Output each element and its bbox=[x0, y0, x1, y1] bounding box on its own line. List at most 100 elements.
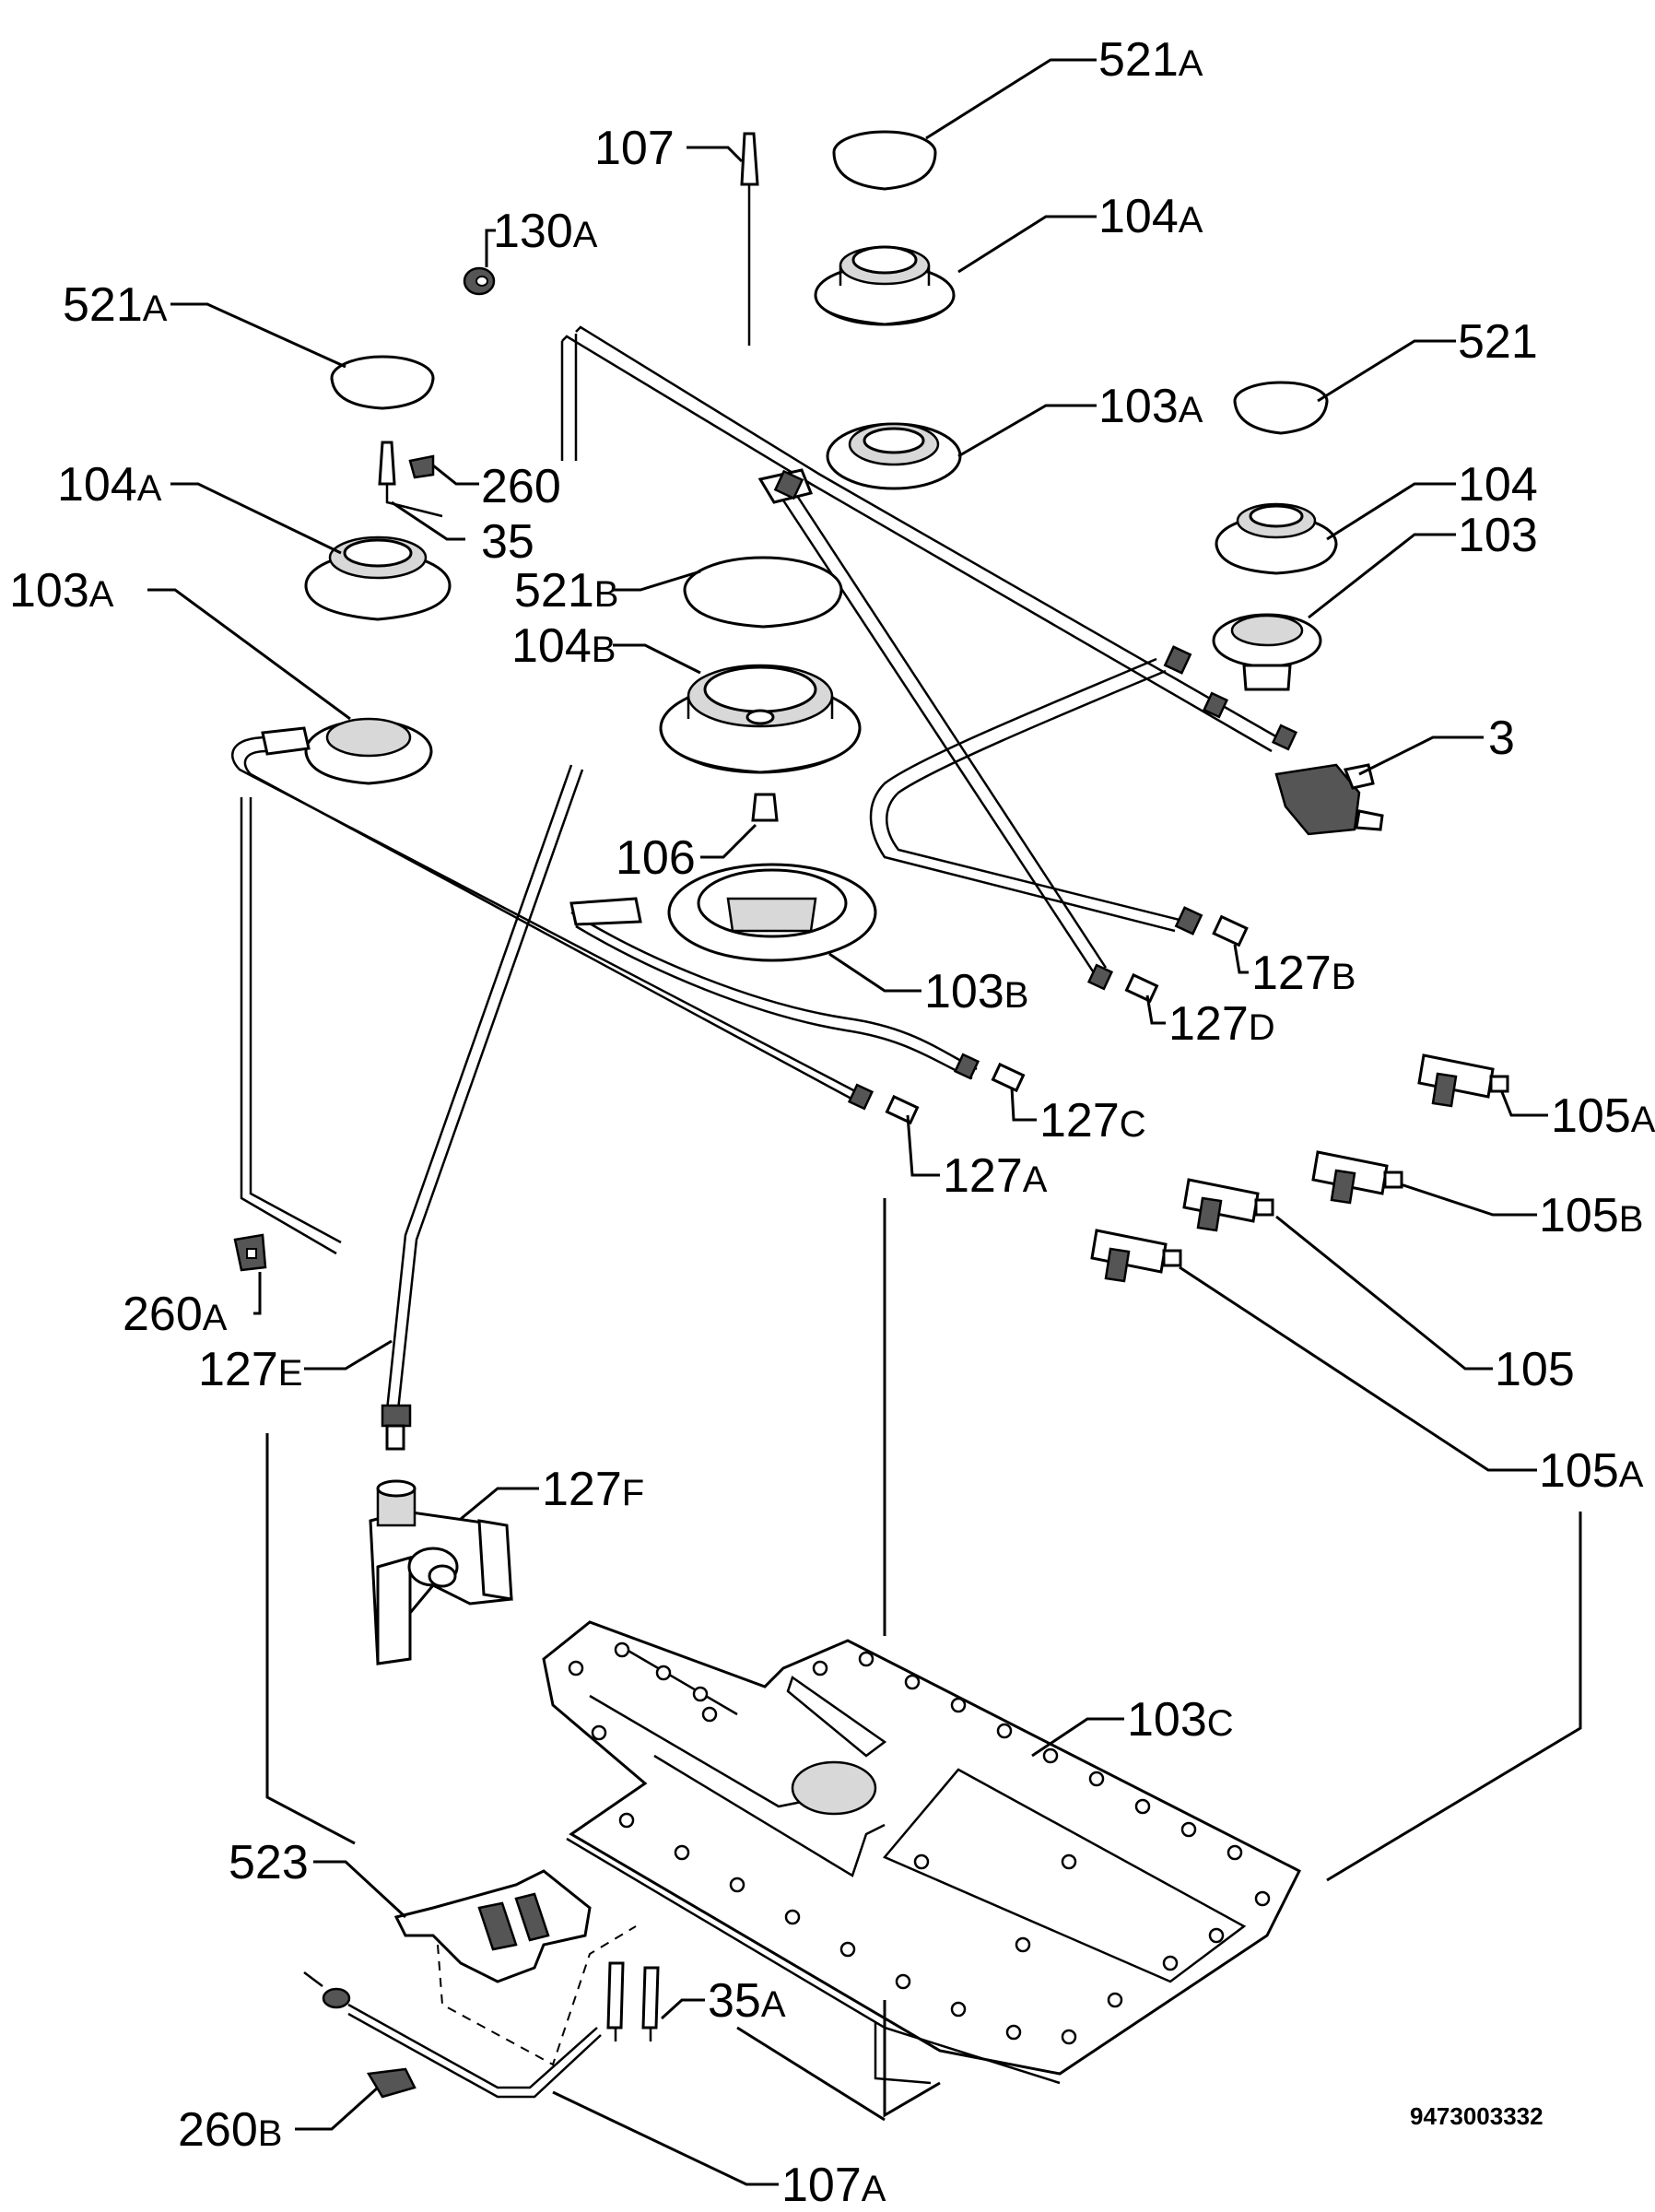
rivet-hole bbox=[812, 1660, 828, 1677]
label-127f: 127F bbox=[542, 1463, 644, 1516]
injector-105a-bottom bbox=[1090, 1229, 1182, 1283]
rivet-hole bbox=[655, 1665, 672, 1681]
injector-105b bbox=[1311, 1150, 1403, 1205]
rivet-hole bbox=[913, 1853, 930, 1870]
rivet-hole bbox=[858, 1651, 874, 1667]
burner-base-103 bbox=[1212, 613, 1322, 691]
rivet-hole bbox=[1162, 1955, 1179, 1971]
label-104: 104 bbox=[1458, 458, 1538, 512]
label-104a-top: 104A bbox=[1098, 190, 1203, 243]
leader-lines bbox=[147, 58, 1548, 2186]
rivet-hole bbox=[674, 1844, 690, 1861]
rivet-hole bbox=[614, 1641, 630, 1658]
label-35: 35 bbox=[481, 515, 534, 569]
label-127d: 127D bbox=[1168, 997, 1275, 1051]
burner-crown-104a-top bbox=[814, 245, 956, 326]
label-127a: 127A bbox=[943, 1149, 1048, 1203]
label-105: 105 bbox=[1495, 1343, 1575, 1396]
label-103b: 103B bbox=[924, 965, 1028, 1018]
label-104a-left: 104A bbox=[57, 458, 162, 512]
rivet-hole bbox=[950, 2001, 967, 2018]
label-260b: 260B bbox=[178, 2103, 282, 2157]
label-260: 260 bbox=[481, 460, 561, 513]
label-103c: 103C bbox=[1127, 1693, 1234, 1747]
base-plate-103c bbox=[542, 1620, 1302, 2085]
bracket-127f bbox=[369, 1479, 513, 1665]
rivet-hole bbox=[1107, 1992, 1123, 2008]
gas-valve-3 bbox=[1274, 763, 1384, 836]
burner-base-103b bbox=[569, 863, 877, 962]
label-3: 3 bbox=[1488, 712, 1515, 765]
rivet-hole bbox=[729, 1877, 745, 1893]
clip-260 bbox=[408, 454, 435, 479]
rivet-hole bbox=[996, 1723, 1013, 1739]
injector-105a-top bbox=[1417, 1053, 1509, 1108]
pipe-couplings bbox=[381, 469, 1298, 1451]
label-104b: 104B bbox=[511, 619, 616, 673]
label-105b: 105B bbox=[1539, 1189, 1643, 1242]
burner-crown-104b bbox=[659, 664, 862, 774]
gas-pipe-127b bbox=[869, 657, 1180, 933]
gas-pipe-127c bbox=[570, 911, 978, 1080]
label-521a-top: 521A bbox=[1098, 33, 1203, 87]
rivet-hole bbox=[1180, 1821, 1197, 1838]
label-127c: 127C bbox=[1039, 1094, 1146, 1147]
label-521a-left: 521A bbox=[63, 278, 168, 332]
rivet-hole bbox=[1208, 1927, 1225, 1944]
ignition-electrode-107 bbox=[740, 132, 759, 346]
label-523: 523 bbox=[229, 1836, 309, 1889]
rivet-hole bbox=[1061, 2029, 1077, 2045]
rivet-hole bbox=[839, 1941, 856, 1958]
nut-130a bbox=[463, 266, 496, 296]
burner-crown-104a-left bbox=[304, 535, 452, 621]
thermocouple-35 bbox=[378, 441, 443, 518]
rivet-hole bbox=[950, 1697, 967, 1713]
label-127e: 127E bbox=[198, 1343, 302, 1396]
rivet-hole bbox=[618, 1812, 635, 1829]
label-105a-bottom: 105A bbox=[1539, 1444, 1644, 1498]
gas-pipe-main bbox=[560, 325, 1286, 753]
rivet-hole bbox=[568, 1660, 584, 1677]
burner-cap-521b bbox=[683, 556, 843, 629]
rivet-hole bbox=[591, 1724, 607, 1741]
rivet-hole bbox=[701, 1706, 718, 1723]
ignition-bracket-523 bbox=[393, 1869, 637, 2066]
injector-105 bbox=[1182, 1178, 1274, 1232]
label-103a-top: 103A bbox=[1098, 380, 1203, 433]
label-107: 107 bbox=[594, 122, 675, 175]
gas-pipe-127d bbox=[768, 474, 1108, 978]
label-103: 103 bbox=[1458, 509, 1538, 562]
burner-crown-104 bbox=[1215, 502, 1338, 575]
rivet-hole bbox=[1061, 1853, 1077, 1870]
rivet-hole bbox=[1227, 1844, 1243, 1861]
rivet-hole bbox=[1088, 1771, 1105, 1787]
rivet-hole bbox=[1005, 2024, 1022, 2041]
assembly-reference-lines bbox=[265, 1198, 1582, 2122]
label-127b: 127B bbox=[1251, 947, 1356, 1000]
burner-cap-521 bbox=[1233, 381, 1329, 435]
burner-cap-521a-top bbox=[832, 130, 937, 191]
rivet-hole bbox=[784, 1909, 801, 1925]
rivet-hole bbox=[895, 1973, 911, 1990]
label-521b: 521B bbox=[514, 564, 618, 618]
label-521: 521 bbox=[1458, 315, 1538, 369]
thermocouple-35a bbox=[606, 1961, 660, 2041]
label-260a: 260A bbox=[123, 1288, 228, 1341]
rivet-hole bbox=[692, 1686, 709, 1702]
part-labels: 521A 107 104A 130A 521A 521 103A 260 104… bbox=[9, 33, 1655, 2212]
gas-pipe-127a bbox=[231, 735, 863, 1255]
label-35a: 35A bbox=[708, 1974, 786, 2028]
clip-260a bbox=[233, 1233, 267, 1272]
rivet-hole bbox=[1015, 1936, 1031, 1953]
document-number: 9473003332 bbox=[1410, 2102, 1543, 2130]
label-105a-top: 105A bbox=[1551, 1089, 1655, 1143]
label-130a: 130A bbox=[493, 205, 598, 258]
label-107a: 107A bbox=[781, 2159, 886, 2212]
ignition-wire-107a bbox=[303, 1971, 602, 2099]
rivet-hole bbox=[1042, 1747, 1059, 1764]
plate-holes bbox=[568, 1641, 1271, 2045]
rivet-hole bbox=[1254, 1890, 1271, 1907]
rivet-hole bbox=[904, 1674, 921, 1690]
injector-106 bbox=[751, 793, 779, 822]
